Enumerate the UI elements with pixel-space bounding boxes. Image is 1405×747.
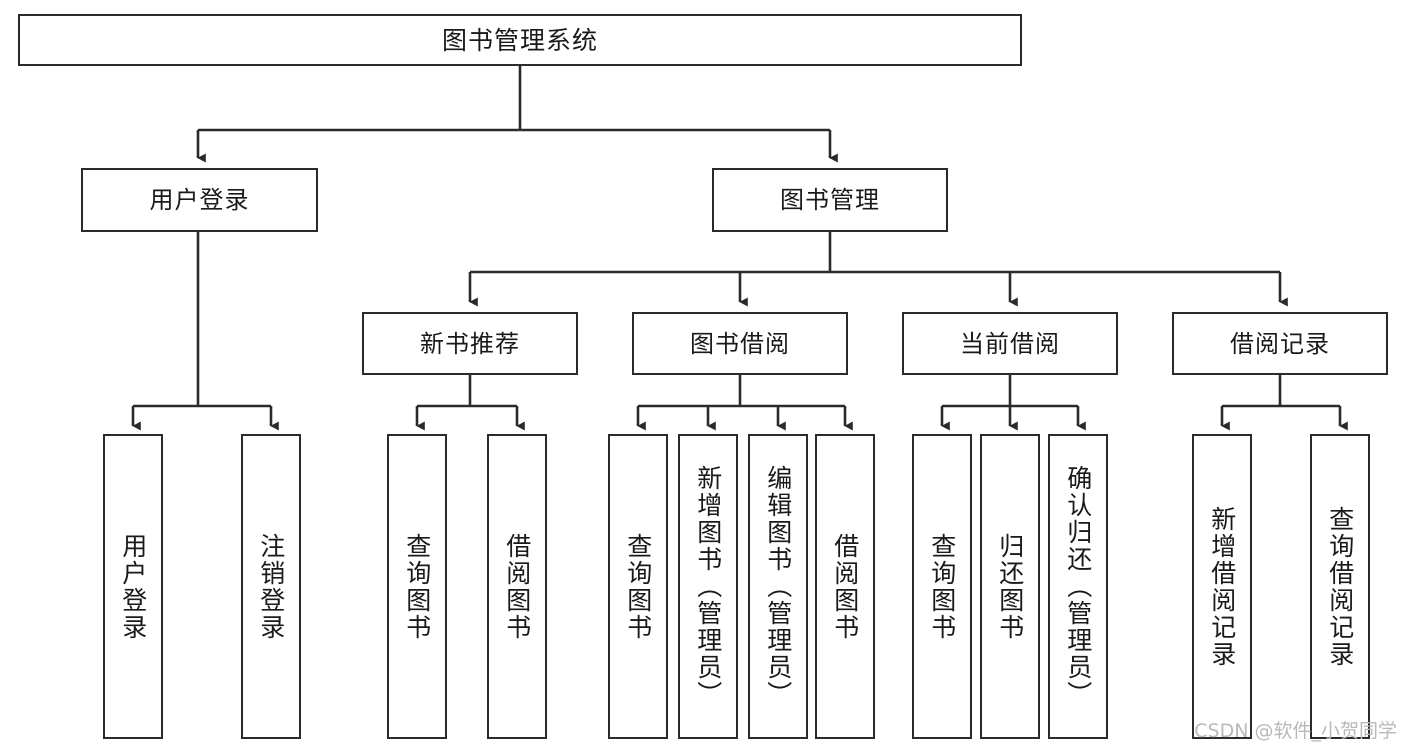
- node-leaf-borrow-book-2-label: 借阅图书: [830, 532, 860, 641]
- csdn-watermark: CSDN @软件_小贺同学: [1194, 720, 1397, 742]
- node-book-borrow-label: 图书借阅: [690, 329, 790, 358]
- node-leaf-user-login-label: 用户登录: [118, 532, 148, 641]
- node-borrow-record-label: 借阅记录: [1230, 329, 1330, 358]
- node-leaf-add-book-label: 新增图书（管理员）: [693, 465, 723, 708]
- node-new-book-recommend[interactable]: 新书推荐: [362, 312, 578, 375]
- node-book-borrow[interactable]: 图书借阅: [632, 312, 848, 375]
- node-root-label: 图书管理系统: [441, 25, 598, 55]
- node-leaf-return-book-label: 归还图书: [995, 532, 1025, 641]
- node-leaf-borrow-book-1[interactable]: 借阅图书: [487, 434, 547, 739]
- node-leaf-return-book[interactable]: 归还图书: [980, 434, 1040, 739]
- node-current-borrow-label: 当前借阅: [960, 329, 1060, 358]
- node-leaf-edit-book[interactable]: 编辑图书（管理员）: [748, 434, 808, 739]
- node-book-manage-label: 图书管理: [780, 186, 880, 214]
- node-leaf-query-book-2-label: 查询图书: [623, 532, 653, 641]
- node-root[interactable]: 图书管理系统: [18, 14, 1022, 66]
- node-leaf-confirm-return[interactable]: 确认归还（管理员）: [1048, 434, 1108, 739]
- node-leaf-user-login[interactable]: 用户登录: [103, 434, 163, 739]
- node-leaf-logout-login[interactable]: 注销登录: [241, 434, 301, 739]
- node-borrow-record[interactable]: 借阅记录: [1172, 312, 1388, 375]
- node-leaf-edit-book-label: 编辑图书（管理员）: [763, 465, 793, 708]
- node-leaf-query-book-1-label: 查询图书: [402, 532, 432, 641]
- node-current-borrow[interactable]: 当前借阅: [902, 312, 1118, 375]
- node-book-manage[interactable]: 图书管理: [712, 168, 948, 232]
- node-leaf-logout-login-label: 注销登录: [256, 532, 286, 641]
- node-leaf-query-record-label: 查询借阅记录: [1325, 505, 1355, 668]
- node-new-book-recommend-label: 新书推荐: [420, 329, 520, 358]
- node-leaf-confirm-return-label: 确认归还（管理员）: [1063, 465, 1093, 708]
- node-leaf-query-book-3[interactable]: 查询图书: [912, 434, 972, 739]
- node-leaf-query-book-3-label: 查询图书: [927, 532, 957, 641]
- node-leaf-add-record-label: 新增借阅记录: [1207, 505, 1237, 668]
- node-leaf-query-book-1[interactable]: 查询图书: [387, 434, 447, 739]
- node-leaf-borrow-book-2[interactable]: 借阅图书: [815, 434, 875, 739]
- node-user-login[interactable]: 用户登录: [81, 168, 318, 232]
- node-leaf-borrow-book-1-label: 借阅图书: [502, 532, 532, 641]
- node-leaf-add-book[interactable]: 新增图书（管理员）: [678, 434, 738, 739]
- node-leaf-query-record[interactable]: 查询借阅记录: [1310, 434, 1370, 739]
- node-user-login-label: 用户登录: [149, 186, 250, 214]
- node-leaf-query-book-2[interactable]: 查询图书: [608, 434, 668, 739]
- node-leaf-add-record[interactable]: 新增借阅记录: [1192, 434, 1252, 739]
